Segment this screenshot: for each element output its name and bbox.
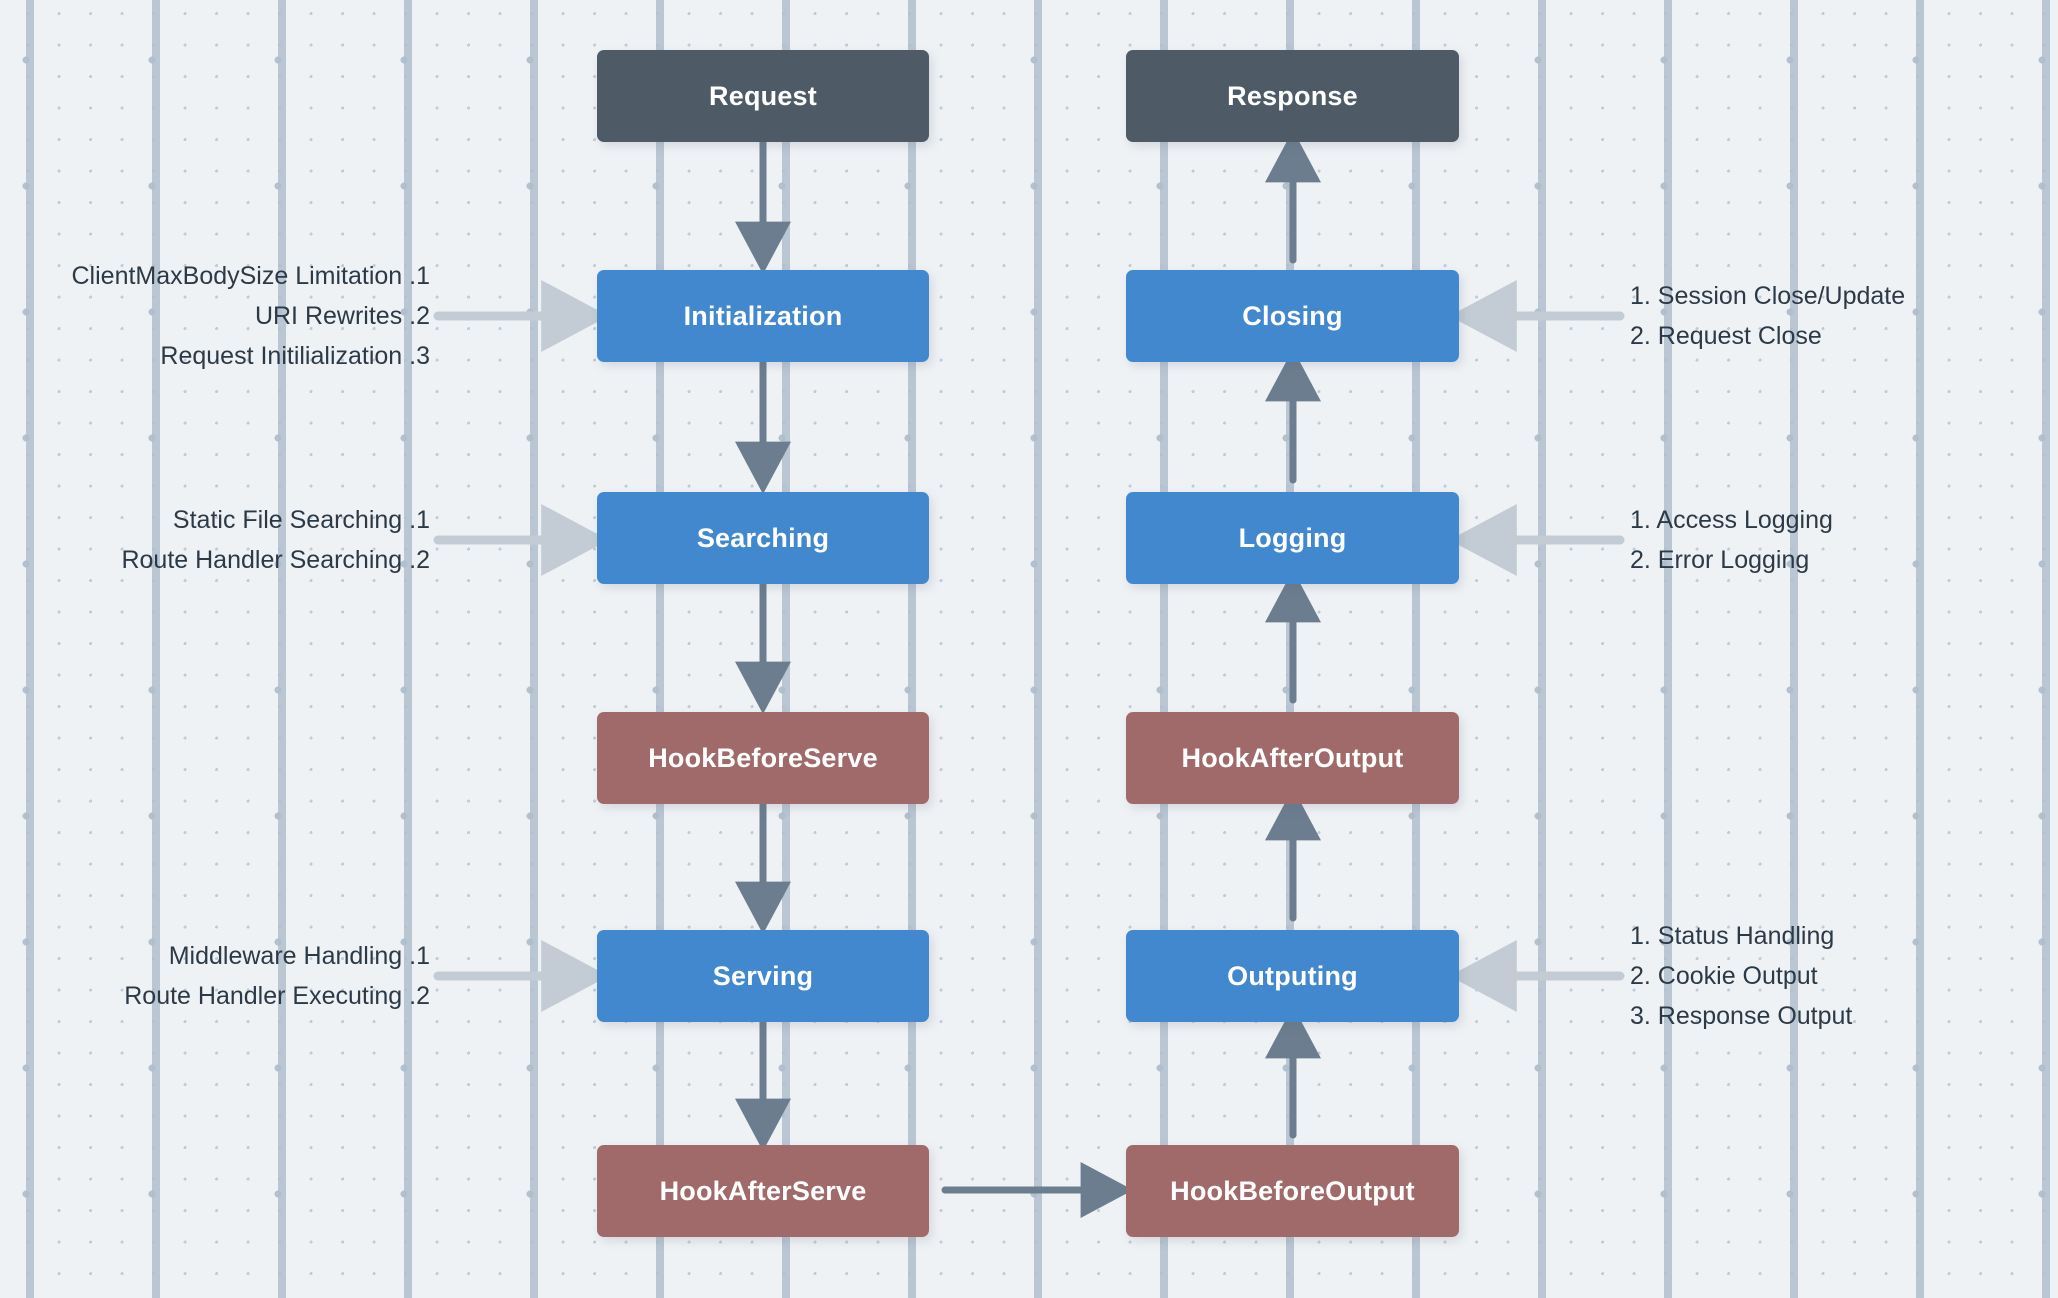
node-searching-label: Searching — [696, 522, 830, 553]
node-outputing[interactable]: Outputing — [1126, 930, 1459, 1022]
note-serving-line-2: Route Handler Executing .2 — [124, 982, 430, 1010]
note-initialization-line-3: Request Initilialization .3 — [160, 342, 430, 370]
note-closing: 1. Session Close/Update 2. Request Close — [1630, 276, 2058, 356]
note-searching-line-1: Static File Searching .1 — [172, 506, 430, 534]
note-initialization-line-2: URI Rewrites .2 — [254, 302, 430, 330]
note-initialization: ClientMaxBodySize Limitation .1 URI Rewr… — [0, 256, 431, 376]
node-hook-after-output[interactable]: HookAfterOutput — [1126, 712, 1459, 804]
node-hook-before-serve-label: HookBeforeServe — [648, 742, 878, 773]
note-outputing-line-1: 1. Status Handling — [1630, 922, 1835, 950]
node-serving[interactable]: Serving — [597, 930, 929, 1022]
note-outputing-line-3: 3. Response Output — [1630, 1002, 1853, 1030]
note-logging-line-2: 2. Error Logging — [1630, 546, 1810, 574]
node-hook-after-output-label: HookAfterOutput — [1181, 742, 1404, 773]
node-initialization[interactable]: Initialization — [597, 270, 929, 362]
node-hook-after-serve[interactable]: HookAfterServe — [597, 1145, 929, 1237]
note-closing-line-2: 2. Request Close — [1630, 322, 1822, 350]
node-logging[interactable]: Logging — [1126, 492, 1459, 584]
node-request-label: Request — [709, 80, 817, 111]
note-initialization-line-1: ClientMaxBodySize Limitation .1 — [71, 262, 431, 290]
note-searching-line-2: Route Handler Searching .2 — [121, 546, 430, 574]
node-searching[interactable]: Searching — [597, 492, 929, 584]
node-hook-after-serve-label: HookAfterServe — [659, 1175, 867, 1206]
node-initialization-label: Initialization — [683, 300, 843, 331]
note-closing-line-1: 1. Session Close/Update — [1630, 282, 1906, 310]
node-closing-label: Closing — [1242, 300, 1343, 331]
node-outputing-label: Outputing — [1227, 960, 1358, 991]
node-response-label: Response — [1227, 80, 1358, 111]
node-request[interactable]: Request — [597, 50, 929, 142]
note-serving-line-1: Middleware Handling .1 — [168, 942, 430, 970]
node-logging-label: Logging — [1238, 522, 1347, 553]
node-response[interactable]: Response — [1126, 50, 1459, 142]
note-serving: Middleware Handling .1 Route Handler Exe… — [0, 936, 430, 1016]
node-hook-before-serve[interactable]: HookBeforeServe — [597, 712, 929, 804]
node-serving-label: Serving — [712, 960, 814, 991]
note-logging: 1. Access Logging 2. Error Logging — [1630, 500, 2058, 580]
note-logging-line-1: 1. Access Logging — [1630, 506, 1833, 534]
note-outputing-line-2: 2. Cookie Output — [1630, 962, 1818, 990]
node-closing[interactable]: Closing — [1126, 270, 1459, 362]
node-hook-before-output[interactable]: HookBeforeOutput — [1126, 1145, 1459, 1237]
node-hook-before-output-label: HookBeforeOutput — [1170, 1175, 1415, 1206]
note-outputing: 1. Status Handling 2. Cookie Output 3. R… — [1630, 916, 2058, 1036]
note-searching: Static File Searching .1 Route Handler S… — [0, 500, 430, 580]
